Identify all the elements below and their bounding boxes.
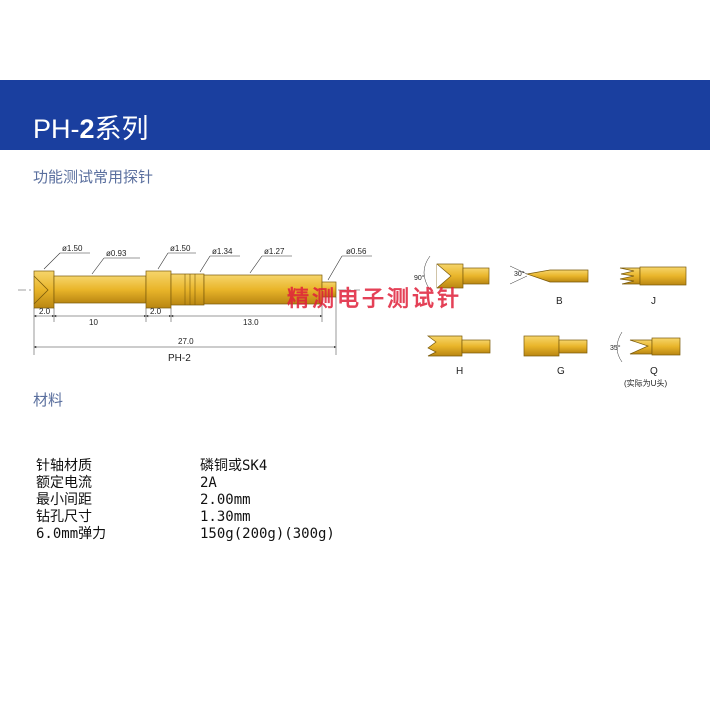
probe-barrel [203, 274, 323, 305]
materials-heading: 材料 [33, 391, 64, 409]
spec-label: 钻孔尺寸 [36, 509, 92, 525]
tip-b-label: B [556, 296, 563, 307]
tip-q: 35° Q (实际为U头) [610, 331, 681, 388]
tip-default: 90° [414, 255, 490, 291]
probe-plunger [53, 275, 147, 304]
dim-ring-diameter: ø1.34 [212, 247, 233, 256]
len-barrel: 13.0 [243, 318, 259, 327]
tip-g-label: G [557, 366, 565, 377]
spec-row: 额定电流 2A [36, 475, 335, 492]
model-label: PH-2 [168, 353, 191, 364]
spec-label: 额定电流 [36, 475, 92, 491]
page-subtitle: 功能测试常用探针 [33, 168, 154, 186]
title-suffix: 系列 [94, 114, 149, 144]
watermark: 精测电子测试针 [287, 286, 463, 312]
tip-b: 30° B [509, 265, 589, 307]
dim-head-diameter: ø1.50 [62, 244, 83, 253]
spec-value: 磷铜或SK4 [200, 458, 268, 474]
tip-variants: 90° 30° B J H G 35° Q [414, 255, 687, 388]
length-callouts: 2.0 10 2.0 13.0 27.0 PH-2 [33, 297, 337, 364]
page-title: PH-2系列 [33, 112, 149, 146]
probe-head [33, 270, 55, 309]
tip-h: H [426, 335, 491, 377]
tip-default-angle: 90° [414, 274, 425, 282]
spec-label: 6.0mm弹力 [36, 526, 107, 542]
spec-value: 2A [200, 475, 217, 491]
spec-value: 2.00mm [200, 492, 251, 508]
diameter-callouts: ø1.50 ø0.93 ø1.50 ø1.34 ø1.27 ø0.56 [43, 244, 372, 281]
spec-row: 最小间距 2.00mm [36, 492, 335, 509]
spec-row: 6.0mm弹力 150g(200g)(300g) [36, 526, 335, 543]
tip-q-note: (实际为U头) [624, 378, 667, 388]
probe-barrel-collar [145, 270, 172, 309]
title-number: 2 [79, 114, 95, 144]
dim-plunger-diameter: ø0.93 [106, 249, 127, 258]
spec-value: 150g(200g)(300g) [200, 526, 335, 542]
probe-tail [321, 281, 337, 298]
len-total: 27.0 [178, 337, 194, 346]
spec-label: 最小间距 [36, 492, 92, 508]
tip-j: J [619, 266, 687, 307]
dim-barrel-diameter: ø1.27 [264, 247, 285, 256]
len-head: 2.0 [39, 307, 51, 316]
tip-q-label: Q [650, 366, 658, 377]
len-collar: 2.0 [150, 307, 162, 316]
probe-main [18, 270, 360, 309]
title-prefix: PH- [33, 114, 80, 144]
dim-collar-diameter: ø1.50 [170, 244, 191, 253]
header-banner [0, 80, 710, 150]
tip-q-angle: 35° [610, 344, 621, 352]
spec-value: 1.30mm [200, 509, 251, 525]
tip-h-label: H [456, 366, 463, 377]
tip-g: G [523, 335, 588, 377]
tip-j-label: J [651, 296, 656, 307]
spec-row: 针轴材质 磷铜或SK4 [36, 458, 335, 475]
probe-drawing: ø1.50 ø0.93 ø1.50 ø1.34 ø1.27 ø0.56 2.0 … [18, 244, 687, 388]
spec-label: 针轴材质 [36, 458, 92, 474]
spec-row: 钻孔尺寸 1.30mm [36, 509, 335, 526]
tip-b-angle: 30° [514, 270, 525, 278]
len-plunger: 10 [89, 318, 98, 327]
dim-tail-diameter: ø0.56 [346, 247, 367, 256]
